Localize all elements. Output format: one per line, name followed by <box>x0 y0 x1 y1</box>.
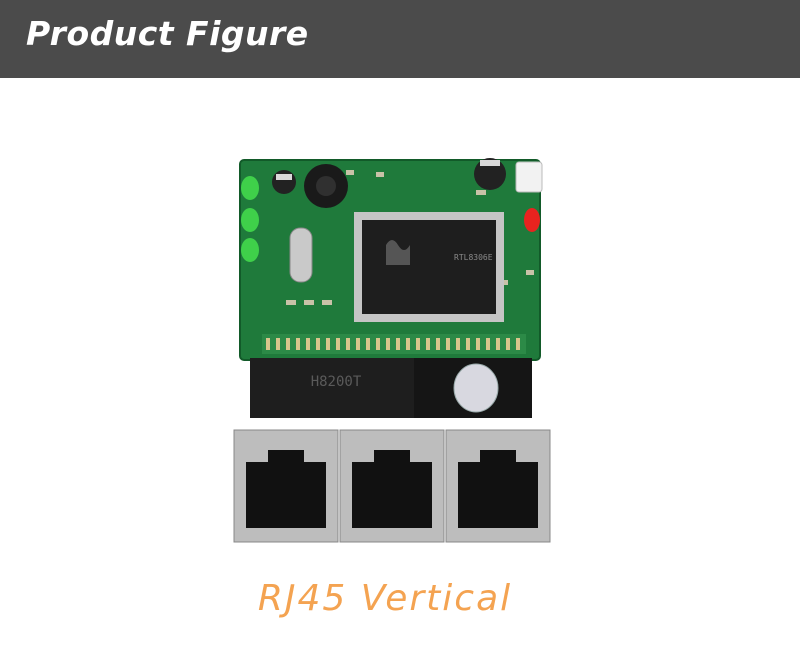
rj45-port-3 <box>445 429 551 543</box>
power-connector <box>515 161 543 193</box>
main-chip: RTL8306E <box>354 212 504 322</box>
rj45-ports <box>233 429 551 543</box>
header-title: Product Figure <box>26 14 309 53</box>
transformer-marking: H8200T <box>311 374 362 390</box>
rj45-port-2 <box>339 429 445 543</box>
rj45-port-1 <box>233 429 339 543</box>
led-green-1 <box>241 176 259 200</box>
led-red <box>524 208 540 232</box>
header-bar: Product Figure <box>0 0 800 78</box>
status-leds <box>241 176 540 262</box>
magnetics-block: H8200T <box>250 358 532 418</box>
capacitors <box>272 158 506 208</box>
product-caption: RJ45 Vertical <box>257 578 513 619</box>
led-green-3 <box>241 238 259 262</box>
pin-header <box>262 334 526 354</box>
led-green-2 <box>241 208 259 232</box>
switch-module-image: RTL8306E H8200T <box>233 158 551 543</box>
crystal-oscillator <box>289 227 313 283</box>
chip-marking: RTL8306E <box>454 253 493 262</box>
